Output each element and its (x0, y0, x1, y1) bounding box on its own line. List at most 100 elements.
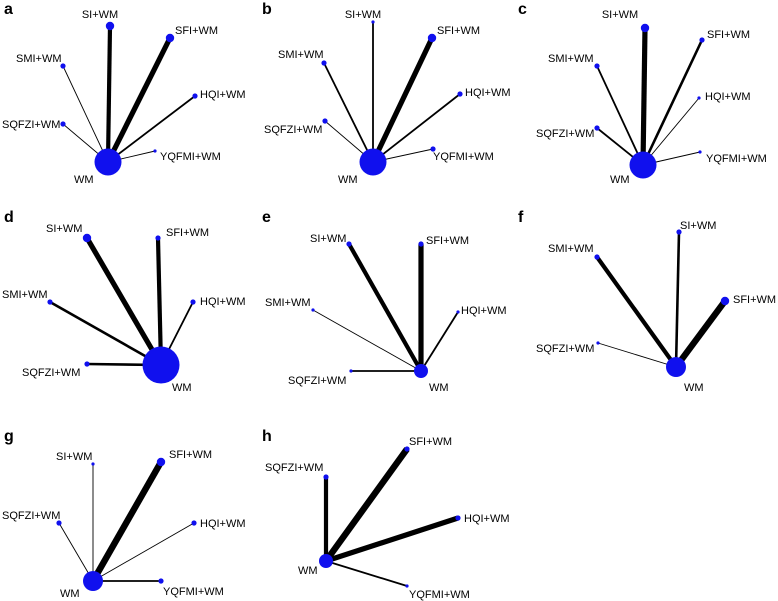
panel-letter: d (4, 209, 14, 226)
node-smi-wm (594, 254, 600, 260)
node-wm (359, 148, 387, 176)
node-wm (666, 357, 686, 377)
panel-g: gWM SI+WM SFI+WM SQFZI+WM HQI+WM YQFMI+WM (2, 428, 246, 600)
edge-wm-sfi-wm (105, 36, 173, 164)
edge-wm-sfi-wm (90, 460, 164, 583)
node-label-wm: WM (610, 174, 630, 186)
edge-wm-hqi-wm (372, 93, 461, 163)
node-label-sfi-wm: SFI+WM (733, 294, 776, 306)
edge-wm-sqfzi-wm (597, 342, 677, 368)
node-wm (414, 364, 428, 378)
node-label-sqfzi-wm: SQFZI+WM (264, 124, 322, 136)
node-label-yqfmi-wm: YQFMI+WM (706, 153, 767, 165)
node-label-yqfmi-wm: YQFMI+WM (160, 151, 221, 163)
node-label-sqfzi-wm: SQFZI+WM (265, 462, 323, 474)
node-hqi-wm (192, 93, 198, 99)
node-smi-wm (47, 299, 53, 305)
panel-letter: a (4, 1, 13, 18)
edge-wm-si-wm (84, 236, 164, 367)
node-sfi-wm (699, 37, 705, 43)
node-label-smi-wm: SMI+WM (278, 49, 324, 61)
node-smi-wm (594, 63, 600, 69)
node-smi-wm (60, 63, 66, 69)
node-wm (629, 151, 657, 179)
edge-wm-sfi-wm (370, 36, 435, 164)
node-label-smi-wm: SMI+WM (548, 53, 594, 65)
edge-wm-si-wm (105, 25, 113, 163)
edge-wm-hqi-wm (325, 515, 459, 564)
node-label-si-wm: SI+WM (680, 220, 716, 232)
node-hqi-wm (456, 310, 460, 314)
panel-letter: f (518, 209, 524, 226)
panel-letter: b (262, 1, 272, 18)
node-si-wm (91, 462, 95, 466)
edge-wm-smi-wm (596, 65, 644, 166)
panel-letter: h (262, 428, 272, 445)
edge-wm-yqfmi-wm (325, 560, 408, 587)
node-label-sqfzi-wm: SQFZI+WM (2, 119, 60, 131)
node-label-hqi-wm: HQI+WM (705, 91, 751, 103)
node-label-wm: WM (172, 382, 192, 394)
node-sfi-wm (155, 235, 161, 241)
node-label-smi-wm: SMI+WM (2, 289, 48, 301)
panel-letter: g (4, 428, 14, 445)
node-label-wm: WM (298, 565, 318, 577)
edge-wm-hqi-wm (107, 95, 196, 163)
panel-b: bWMSI+WMSFI+WMSMI+WMHQI+WMSQFZI+WMYQFMI+… (262, 1, 511, 186)
node-label-yqfmi-wm: YQFMI+WM (163, 586, 224, 598)
node-yqfmi-wm (153, 149, 157, 153)
node-hqi-wm (457, 91, 463, 97)
node-hqi-wm (190, 299, 196, 305)
node-si-wm (371, 20, 375, 24)
node-label-sqfzi-wm: SQFZI+WM (536, 343, 594, 355)
panel-c: cWMSI+WMSFI+WMSMI+WMHQI+WMSQFZI+WMYQFMI+… (518, 1, 767, 186)
node-label-hqi-wm: HQI+WM (200, 296, 246, 308)
node-si-wm (82, 233, 92, 243)
panel-letter: e (262, 209, 271, 226)
node-label-si-wm: SI+WM (310, 233, 346, 245)
node-label-wm: WM (60, 588, 80, 600)
node-label-smi-wm: SMI+WM (16, 53, 62, 65)
node-si-wm (105, 21, 115, 31)
node-sqfzi-wm (596, 341, 600, 345)
node-sqfzi-wm (84, 361, 90, 367)
edge-wm-hqi-wm (92, 522, 195, 582)
node-sqfzi-wm (349, 369, 353, 373)
panel-a: aWMSI+WMSFI+WMSMI+WMHQI+WMSQFZI+WMYQFMI+… (2, 1, 246, 186)
node-sfi-wm (404, 446, 410, 452)
edge-wm-sfi-wm (155, 237, 164, 366)
node-sqfzi-wm (56, 520, 62, 526)
node-wm (83, 571, 103, 591)
edge-wm-si-wm (674, 231, 681, 368)
node-label-hqi-wm: HQI+WM (464, 513, 510, 525)
node-label-sqfzi-wm: SQFZI+WM (2, 510, 60, 522)
node-si-wm (676, 229, 682, 235)
node-label-sfi-wm: SFI+WM (166, 227, 209, 239)
node-sqfzi-wm (322, 118, 328, 124)
node-label-sfi-wm: SFI+WM (169, 449, 212, 461)
edge-wm-sfi-wm (673, 299, 728, 369)
node-label-hqi-wm: HQI+WM (200, 518, 246, 530)
node-yqfmi-wm (698, 150, 702, 154)
node-label-si-wm: SI+WM (56, 451, 92, 463)
node-hqi-wm (697, 96, 701, 100)
node-yqfmi-wm (430, 146, 436, 152)
node-label-smi-wm: SMI+WM (265, 297, 311, 309)
node-yqfmi-wm (405, 584, 409, 588)
edge-wm-hqi-wm (420, 311, 459, 372)
node-sqfzi-wm (323, 474, 329, 480)
node-sfi-wm (418, 241, 424, 247)
node-sfi-wm (427, 33, 437, 43)
edge-wm-smi-wm (49, 300, 162, 367)
node-yqfmi-wm (158, 578, 164, 584)
node-label-sfi-wm: SFI+WM (175, 25, 218, 37)
node-label-sqfzi-wm: SQFZI+WM (288, 375, 346, 387)
node-label-wm: WM (74, 174, 94, 186)
node-wm (319, 554, 333, 568)
node-label-wm: WM (684, 382, 704, 394)
node-label-si-wm: SI+WM (345, 9, 381, 21)
